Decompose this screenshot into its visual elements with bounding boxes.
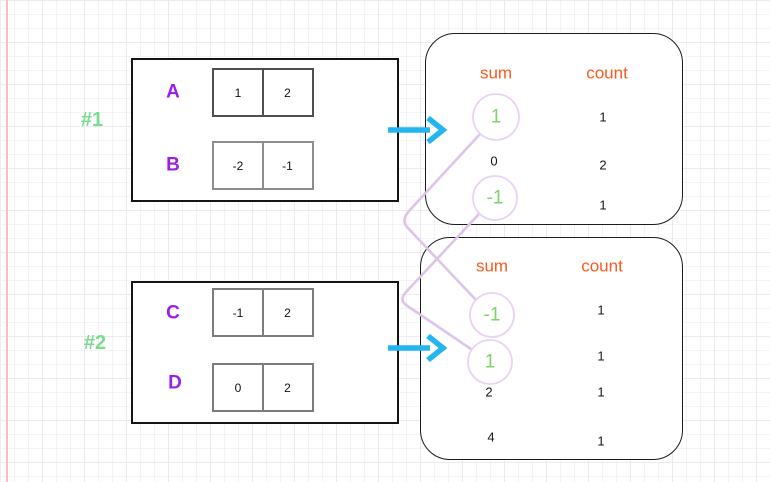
count-value: 1 <box>597 384 605 400</box>
array-b-cells: -2 -1 <box>212 141 314 190</box>
array-cell: 0 <box>212 363 264 412</box>
array-c-cells: -1 2 <box>212 288 314 337</box>
example-1-arrays-box: A 1 2 B -2 -1 <box>131 58 399 202</box>
sum-value: 2 <box>485 384 493 400</box>
array-d-name: D <box>168 372 182 394</box>
example-2-label: #2 <box>83 332 107 354</box>
count-value: 2 <box>599 157 607 173</box>
example-1-sum-table: sum count 1 0 -1 1 2 1 <box>425 33 683 225</box>
example-2-sum-table: sum count -1 1 2 4 1 1 1 1 <box>420 237 683 460</box>
cell-value: -2 <box>232 158 244 173</box>
array-cell: -1 <box>212 288 264 337</box>
array-c-name: C <box>166 302 180 324</box>
array-cell: -1 <box>261 141 314 190</box>
sum-value: 0 <box>490 153 498 169</box>
count-value: 1 <box>597 302 605 318</box>
sum-value: 4 <box>487 429 495 445</box>
array-a-cells: 1 2 <box>212 68 314 117</box>
sum-header: sum <box>479 63 513 83</box>
sum-value-highlighted: -1 <box>483 304 501 326</box>
cell-value: 2 <box>284 380 291 395</box>
array-d-cells: 0 2 <box>212 363 314 412</box>
array-b-name: B <box>166 154 180 176</box>
sum-value-highlighted: 1 <box>490 106 502 128</box>
array-cell: 2 <box>261 288 314 337</box>
sum-value-highlighted: 1 <box>484 351 496 373</box>
array-a-name: A <box>166 81 180 103</box>
count-header: count <box>586 63 628 83</box>
sum-value-highlighted: -1 <box>486 187 504 209</box>
cell-value: -1 <box>282 158 293 173</box>
cell-value: 2 <box>284 305 291 320</box>
example-2-arrays-box: C -1 2 D 0 2 <box>131 281 399 424</box>
count-value: 1 <box>599 197 607 213</box>
array-cell: 2 <box>261 68 314 117</box>
notebook-margin-line <box>6 0 8 482</box>
count-value: 1 <box>599 109 607 125</box>
cell-value: 1 <box>234 85 242 100</box>
sum-header: sum <box>475 256 509 276</box>
cell-value: -1 <box>232 305 244 320</box>
cell-value: 0 <box>234 380 242 395</box>
array-cell: 1 <box>212 68 264 117</box>
count-value: 1 <box>597 348 605 364</box>
example-1-label: #1 <box>80 109 104 131</box>
count-header: count <box>581 256 623 276</box>
array-cell: 2 <box>261 363 314 412</box>
array-cell: -2 <box>212 141 264 190</box>
count-value: 1 <box>597 433 605 449</box>
cell-value: 2 <box>284 85 291 100</box>
